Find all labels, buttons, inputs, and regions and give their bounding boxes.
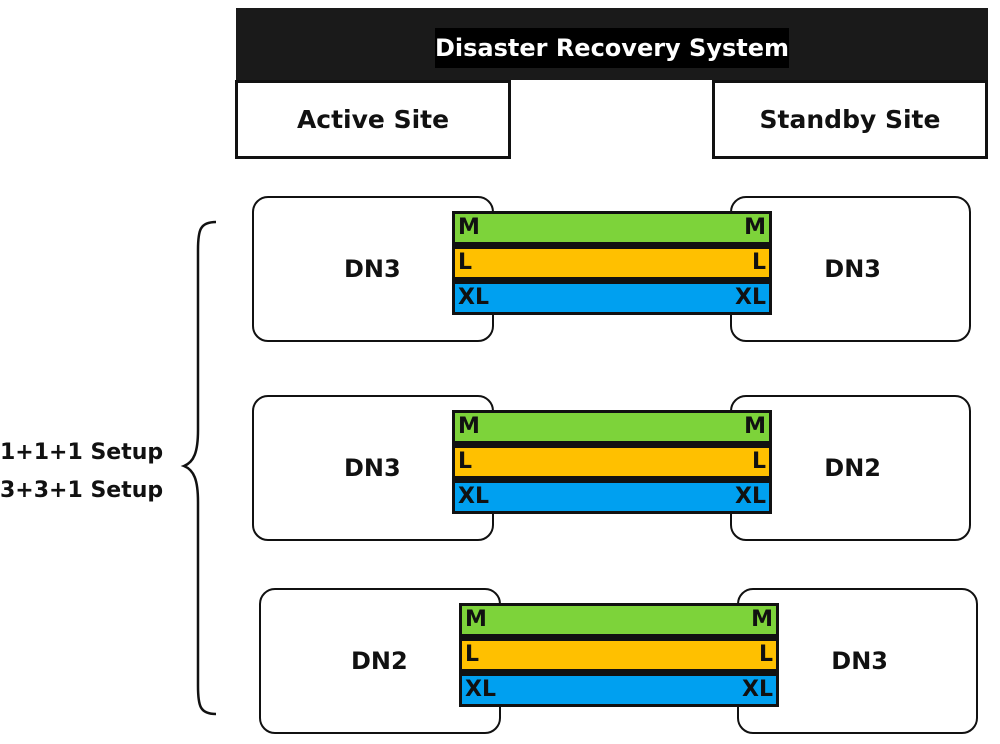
bar-right-label: M [751, 607, 773, 632]
standby-site-box: Standby Site [712, 80, 988, 159]
bar-right-label: L [751, 250, 766, 275]
bar-xl: XL XL [455, 284, 769, 312]
active-site-box: Active Site [235, 80, 511, 159]
bar-l: L L [455, 448, 769, 476]
bar-left-label: XL [465, 677, 496, 702]
replication-bars-row-2: M M L L XL XL [452, 410, 772, 514]
node-label: DN3 [344, 255, 401, 283]
active-site-label: Active Site [296, 105, 450, 134]
setup-labels: 1+1+1 Setup 3+3+1 Setup [0, 434, 180, 510]
bar-xl: XL XL [455, 483, 769, 511]
replication-bars-row-3: M M L L XL XL [459, 603, 779, 707]
bar-m: M M [455, 214, 769, 242]
node-label: DN3 [344, 454, 401, 482]
bar-left-label: L [458, 250, 473, 275]
standby-site-label: Standby Site [759, 105, 941, 134]
bar-left-label: M [465, 607, 487, 632]
setup-label: 1+1+1 Setup [0, 440, 164, 465]
bar-left-label: L [458, 449, 473, 474]
system-header [236, 8, 988, 80]
replication-bars-row-1: M M L L XL XL [452, 211, 772, 315]
bar-right-label: L [758, 642, 773, 667]
bar-left-label: M [458, 215, 480, 240]
setup-brace-icon [180, 220, 217, 716]
bar-left-label: M [458, 414, 480, 439]
node-label: DN3 [831, 647, 888, 675]
bar-m: M M [455, 413, 769, 441]
bar-right-label: L [751, 449, 766, 474]
bar-l: L L [455, 249, 769, 277]
node-label: DN2 [351, 647, 408, 675]
bar-right-label: M [744, 215, 766, 240]
setup-label: 3+3+1 Setup [0, 478, 164, 503]
bar-right-label: M [744, 414, 766, 439]
bar-left-label: XL [458, 484, 489, 509]
bar-xl: XL XL [462, 676, 776, 704]
bar-l: L L [462, 641, 776, 669]
node-label: DN3 [824, 255, 881, 283]
bar-right-label: XL [742, 677, 773, 702]
bar-right-label: XL [735, 484, 766, 509]
bar-m: M M [462, 606, 776, 634]
bar-right-label: XL [735, 285, 766, 310]
bar-left-label: XL [458, 285, 489, 310]
node-label: DN2 [824, 454, 881, 482]
bar-left-label: L [465, 642, 480, 667]
